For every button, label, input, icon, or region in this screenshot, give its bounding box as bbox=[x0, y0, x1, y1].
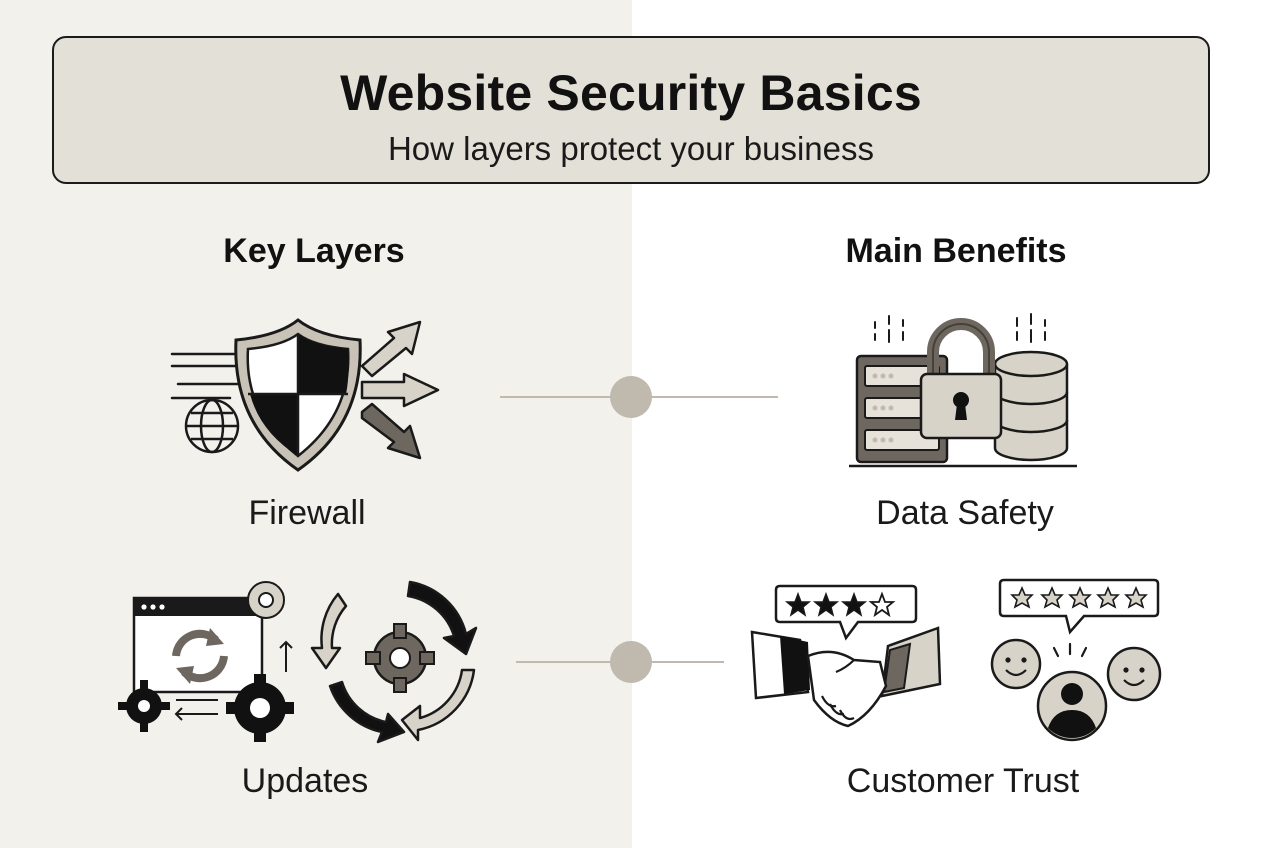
padlock-server-database-icon bbox=[849, 313, 1077, 468]
header-banner: Website Security Basics How layers prote… bbox=[52, 36, 1210, 184]
column-heading-right: Main Benefits bbox=[845, 232, 1067, 270]
connector-node bbox=[610, 641, 652, 683]
page-subtitle: How layers protect your business bbox=[387, 130, 875, 167]
star-icons-handshake bbox=[784, 591, 868, 617]
item-label-customer-trust: Customer Trust bbox=[846, 762, 1080, 800]
connector-row-2 bbox=[516, 641, 724, 683]
item-label-updates: Updates bbox=[241, 762, 369, 800]
column-heading-left: Key Layers bbox=[223, 232, 405, 270]
update-cycle-gears-icon bbox=[118, 580, 478, 744]
item-label-firewall: Firewall bbox=[248, 494, 366, 532]
handshake-reviews-icon bbox=[750, 578, 1162, 742]
page-title: Website Security Basics bbox=[340, 65, 922, 121]
item-label-data-safety: Data Safety bbox=[876, 494, 1054, 532]
shield-firewall-icon bbox=[170, 318, 440, 472]
connector-node bbox=[610, 376, 652, 418]
star-icons-review bbox=[1010, 585, 1148, 609]
connector-row-1 bbox=[500, 376, 778, 418]
